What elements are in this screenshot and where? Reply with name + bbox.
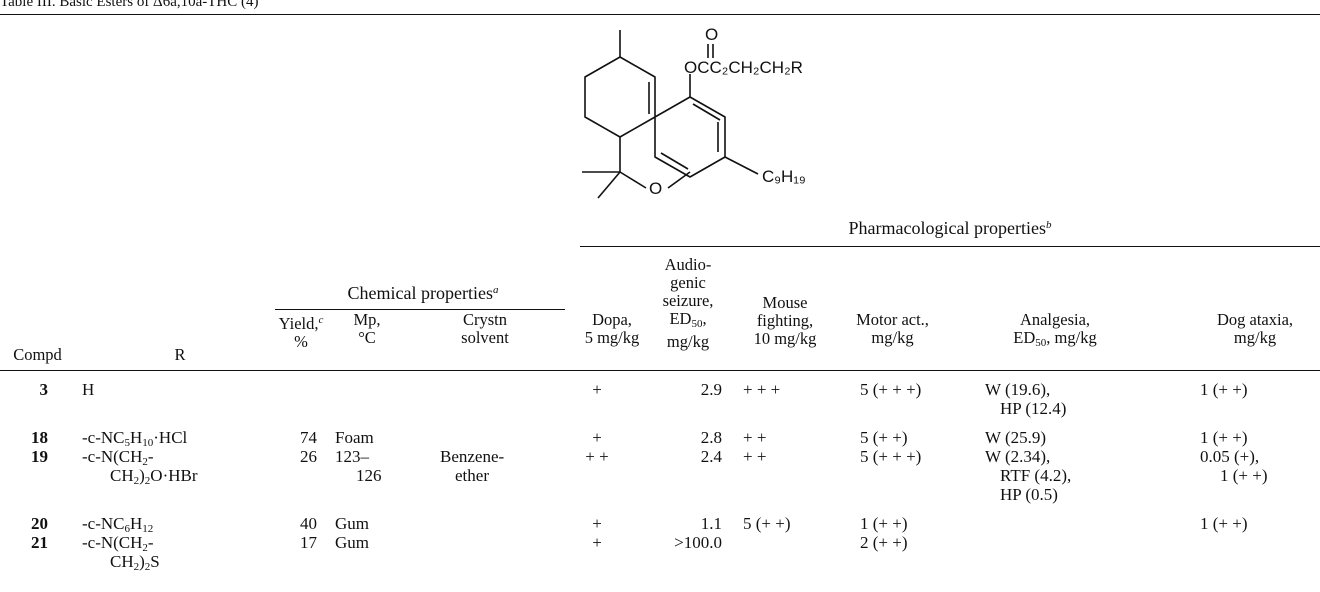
audiogenic-value: 1.1 — [700, 514, 722, 533]
mouse-fighting-value: + + — [743, 447, 767, 466]
analgesia-value: W (2.34), — [985, 447, 1051, 466]
mouse-fighting-value: + + + — [743, 380, 781, 399]
dopa-value: + — [592, 514, 602, 533]
carbonyl-oxygen: O — [705, 25, 718, 44]
dopa-value: + — [592, 380, 602, 399]
motor-act-value: 5 (+ +) — [860, 428, 908, 447]
r-group: -c-NC6H12 — [82, 514, 154, 535]
motor-act-value: 5 (+ + +) — [860, 380, 922, 399]
chemical-structure: O OCC₂CH₂CH₂R O C₉H₁₉ — [560, 22, 990, 212]
header-bottom-rule — [0, 370, 1320, 372]
col-dog-ataxia: Dog ataxia,mg/kg — [1216, 310, 1294, 347]
analgesia-value: RTF (4.2), — [1000, 466, 1072, 485]
motor-act-value: 2 (+ +) — [860, 533, 908, 552]
r-group: -c-N(CH2- — [82, 533, 154, 554]
compd-number: 21 — [31, 533, 48, 552]
r-group: H — [82, 380, 95, 399]
mp-value: Foam — [335, 428, 374, 447]
col-analgesia: Analgesia, ED50, mg/kg — [1013, 310, 1097, 350]
audiogenic-value: 2.4 — [700, 447, 722, 466]
yield-value: 17 — [300, 533, 317, 552]
r-group: CH2)2O·HBr — [110, 466, 198, 487]
dog-ataxia-value: 0.05 (+), — [1200, 447, 1260, 466]
compd-number: 19 — [31, 447, 48, 466]
pharm-group-rule — [580, 246, 1320, 248]
compd-number: 18 — [31, 428, 48, 447]
mouse-fighting-value: 5 (+ +) — [743, 514, 791, 533]
audiogenic-value: 2.9 — [700, 380, 722, 399]
dopa-value: + — [592, 533, 602, 552]
dog-ataxia-value: 1 (+ +) — [1200, 380, 1248, 399]
r-group: CH2)2S — [110, 552, 160, 573]
top-rule — [0, 14, 1320, 16]
ring-oxygen: O — [649, 179, 662, 198]
mouse-fighting-value: + + — [743, 428, 767, 447]
compd-number: 20 — [31, 514, 48, 533]
chem-group-rule — [275, 309, 565, 311]
analgesia-value: W (19.6), — [985, 380, 1051, 399]
col-audiogenic: Audio- genic seizure, ED50, mg/kg — [662, 255, 714, 351]
compd-number: 3 — [39, 380, 49, 399]
table-caption: Table III. Basic Esters of Δ6a,10a-THC (… — [0, 0, 259, 10]
col-compd: Compd — [13, 345, 62, 364]
nonyl-side-chain: C₉H₁₉ — [762, 167, 806, 186]
yield-value: 26 — [300, 447, 317, 466]
motor-act-value: 1 (+ +) — [860, 514, 908, 533]
col-yield: Yield,c % — [278, 314, 324, 351]
mp-value: 123– — [335, 447, 369, 466]
dopa-value: + — [592, 428, 602, 447]
crystn-solvent: Benzene- — [440, 447, 505, 466]
dog-ataxia-value: 1 (+ +) — [1200, 514, 1248, 533]
dog-ataxia-value: 1 (+ +) — [1200, 428, 1248, 447]
analgesia-value: HP (12.4) — [1000, 399, 1067, 418]
structure-drawing: O OCC₂CH₂CH₂R O C₉H₁₉ — [582, 25, 806, 199]
ester-group: OCC₂CH₂CH₂R — [684, 58, 803, 77]
mp-value: Gum — [335, 533, 369, 552]
col-motor-act: Motor act.,mg/kg — [856, 310, 929, 347]
mp-value: 126 — [356, 466, 382, 485]
dog-ataxia-value: 1 (+ +) — [1220, 466, 1268, 485]
mp-value: Gum — [335, 514, 369, 533]
motor-act-value: 5 (+ + +) — [860, 447, 922, 466]
dopa-value: + + — [585, 447, 609, 466]
yield-value: 40 — [300, 514, 317, 533]
analgesia-value: HP (0.5) — [1000, 485, 1058, 504]
col-dopa: Dopa,5 mg/kg — [584, 310, 640, 347]
yield-value: 74 — [300, 428, 317, 447]
r-group: -c-N(CH2- — [82, 447, 154, 468]
audiogenic-value: 2.8 — [700, 428, 722, 447]
r-group: -c-NC5H10·HCl — [82, 428, 188, 449]
chem-group-header: Chemical propertiesa — [347, 283, 499, 303]
audiogenic-value: >100.0 — [674, 533, 722, 552]
pharm-group-header: Pharmacological propertiesb — [848, 218, 1052, 238]
crystn-solvent: ether — [455, 466, 489, 485]
analgesia-value: W (25.9) — [985, 428, 1047, 447]
col-r: R — [174, 345, 186, 364]
col-mp: Mp,°C — [353, 310, 381, 347]
